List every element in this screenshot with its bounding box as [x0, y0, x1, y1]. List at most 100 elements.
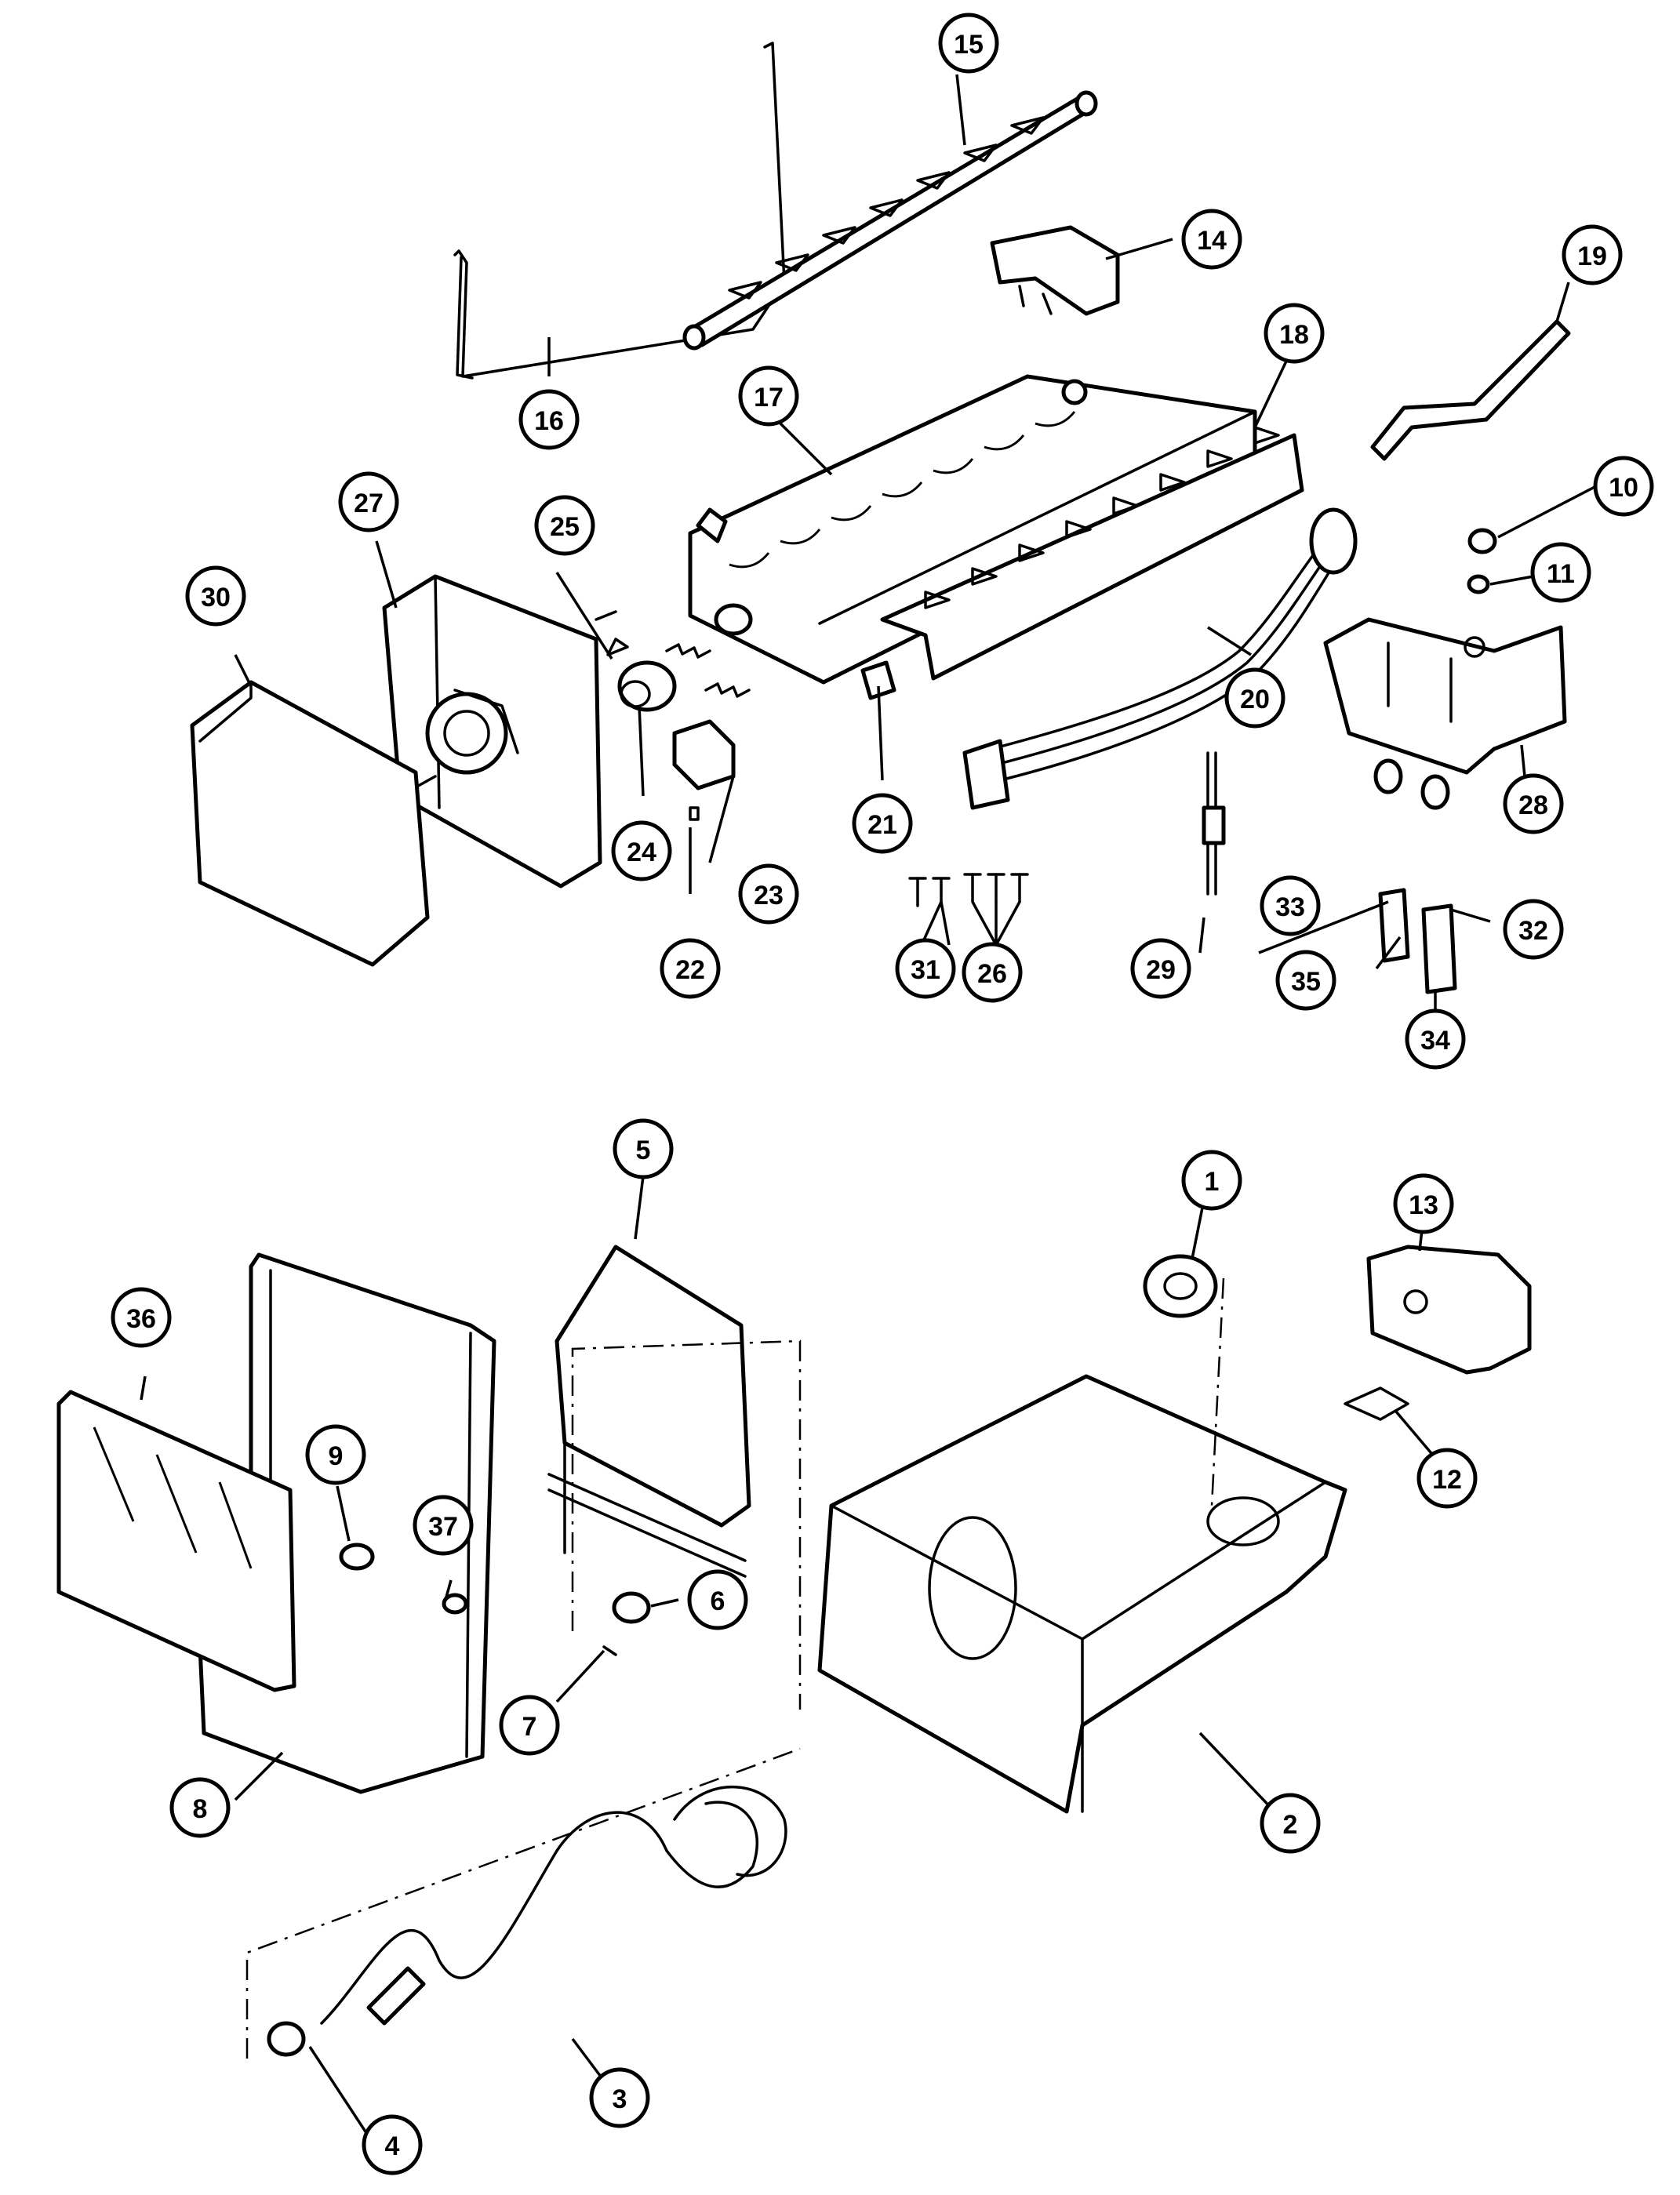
part-chute-housing [547, 1245, 751, 1578]
callout-8: 8 [169, 1777, 231, 1838]
part-knobs [339, 1543, 468, 1615]
part-caps [1467, 528, 1497, 594]
callout-20: 20 [1224, 667, 1285, 729]
part-wire-harness [962, 507, 1358, 810]
callout-5: 5 [613, 1118, 674, 1179]
part-water-valve [1323, 617, 1567, 810]
callout-label: 22 [675, 955, 705, 985]
callout-label: 17 [754, 383, 784, 412]
part-thermostat [617, 660, 677, 712]
callout-32: 32 [1503, 899, 1564, 960]
part-tube-fitting [1202, 751, 1226, 896]
callout-label: 36 [126, 1304, 156, 1334]
callout-label: 18 [1279, 320, 1309, 350]
callout-21: 21 [852, 793, 913, 854]
callout-16: 16 [518, 389, 580, 450]
callout-label: 9 [329, 1441, 344, 1471]
callout-label: 16 [534, 406, 564, 436]
callout-label: 23 [754, 881, 784, 910]
callout-label: 3 [613, 2084, 627, 2114]
callout-label: 28 [1518, 790, 1548, 820]
part-clip-12 [1344, 1386, 1409, 1421]
callout-34: 34 [1405, 1008, 1466, 1070]
part-fill-hose [1370, 319, 1571, 461]
callout-label: 10 [1609, 473, 1638, 503]
callout-15: 15 [938, 13, 999, 74]
callout-4: 4 [362, 2114, 423, 2175]
callout-23: 23 [738, 863, 799, 925]
callout-37: 37 [413, 1495, 474, 1556]
callout-36: 36 [111, 1287, 172, 1348]
part-feeler-arm [453, 42, 786, 380]
callout-label: 6 [711, 1586, 725, 1616]
callout-label: 8 [193, 1794, 208, 1824]
callout-14: 14 [1181, 209, 1242, 270]
callout-label: 11 [1547, 559, 1575, 589]
callout-label: 12 [1432, 1465, 1462, 1495]
callout-label: 32 [1518, 916, 1548, 946]
part-bearing [267, 2021, 306, 2057]
part-ice-bucket [56, 1252, 496, 1794]
callout-22: 22 [660, 938, 721, 999]
leader-lines [140, 74, 1597, 2173]
callout-31: 31 [895, 938, 956, 999]
part-heater-strip [880, 426, 1304, 681]
part-ice-mold [688, 374, 1257, 685]
part-gear [602, 1591, 651, 1656]
callout-27: 27 [338, 471, 399, 532]
callout-13: 13 [1393, 1173, 1454, 1234]
part-springs [595, 610, 751, 698]
callout-label: 24 [627, 838, 656, 867]
callout-label: 19 [1577, 242, 1607, 271]
part-storage-bin [817, 1374, 1347, 1814]
callout-label: 29 [1146, 955, 1176, 985]
callout-label: 27 [354, 489, 384, 518]
callout-9: 9 [305, 1424, 366, 1485]
callout-10: 10 [1593, 456, 1654, 517]
callout-3: 3 [589, 2067, 650, 2128]
callout-26: 26 [962, 942, 1023, 1003]
callout-label: 1 [1205, 1167, 1220, 1197]
callout-label: 37 [428, 1512, 458, 1542]
callout-label: 31 [911, 955, 940, 985]
callout-33: 33 [1260, 875, 1321, 936]
callout-17: 17 [738, 365, 799, 427]
callout-label: 20 [1240, 685, 1270, 714]
callout-11: 11 [1530, 542, 1591, 603]
part-fittings [1378, 888, 1457, 994]
callout-35: 35 [1275, 950, 1336, 1011]
callout-label: 4 [385, 2131, 400, 2161]
callout-28: 28 [1503, 773, 1564, 834]
callout-1: 1 [1181, 1150, 1242, 1211]
part-bracket-14 [990, 225, 1120, 316]
callout-6: 6 [687, 1569, 748, 1630]
callout-label: 13 [1409, 1190, 1438, 1220]
part-motor-cover [190, 680, 430, 967]
callout-19: 19 [1562, 224, 1623, 285]
callout-label: 7 [522, 1712, 537, 1742]
part-ejector-shaft [682, 90, 1098, 351]
callout-24: 24 [611, 820, 672, 881]
part-bushing [1143, 1254, 1218, 1318]
callout-label: 25 [550, 512, 580, 542]
callout-label: 34 [1420, 1026, 1450, 1056]
callout-25: 25 [534, 495, 595, 556]
part-clip [860, 660, 896, 700]
callout-label: 14 [1197, 226, 1227, 256]
callout-29: 29 [1130, 938, 1191, 999]
callout-label: 15 [954, 30, 984, 60]
callout-label: 26 [977, 959, 1007, 989]
part-screws [908, 873, 1029, 907]
assembly-centerlines [245, 1277, 1225, 2059]
callout-label: 5 [636, 1136, 651, 1165]
callout-7: 7 [499, 1695, 560, 1756]
part-auger-motor [1366, 1245, 1532, 1375]
callout-label: 33 [1275, 892, 1305, 922]
callout-label: 35 [1291, 967, 1321, 997]
part-auger [320, 1785, 787, 2026]
callout-12: 12 [1416, 1448, 1478, 1509]
callout-18: 18 [1264, 303, 1325, 364]
callout-label: 30 [201, 583, 231, 612]
callout-2: 2 [1260, 1793, 1321, 1854]
